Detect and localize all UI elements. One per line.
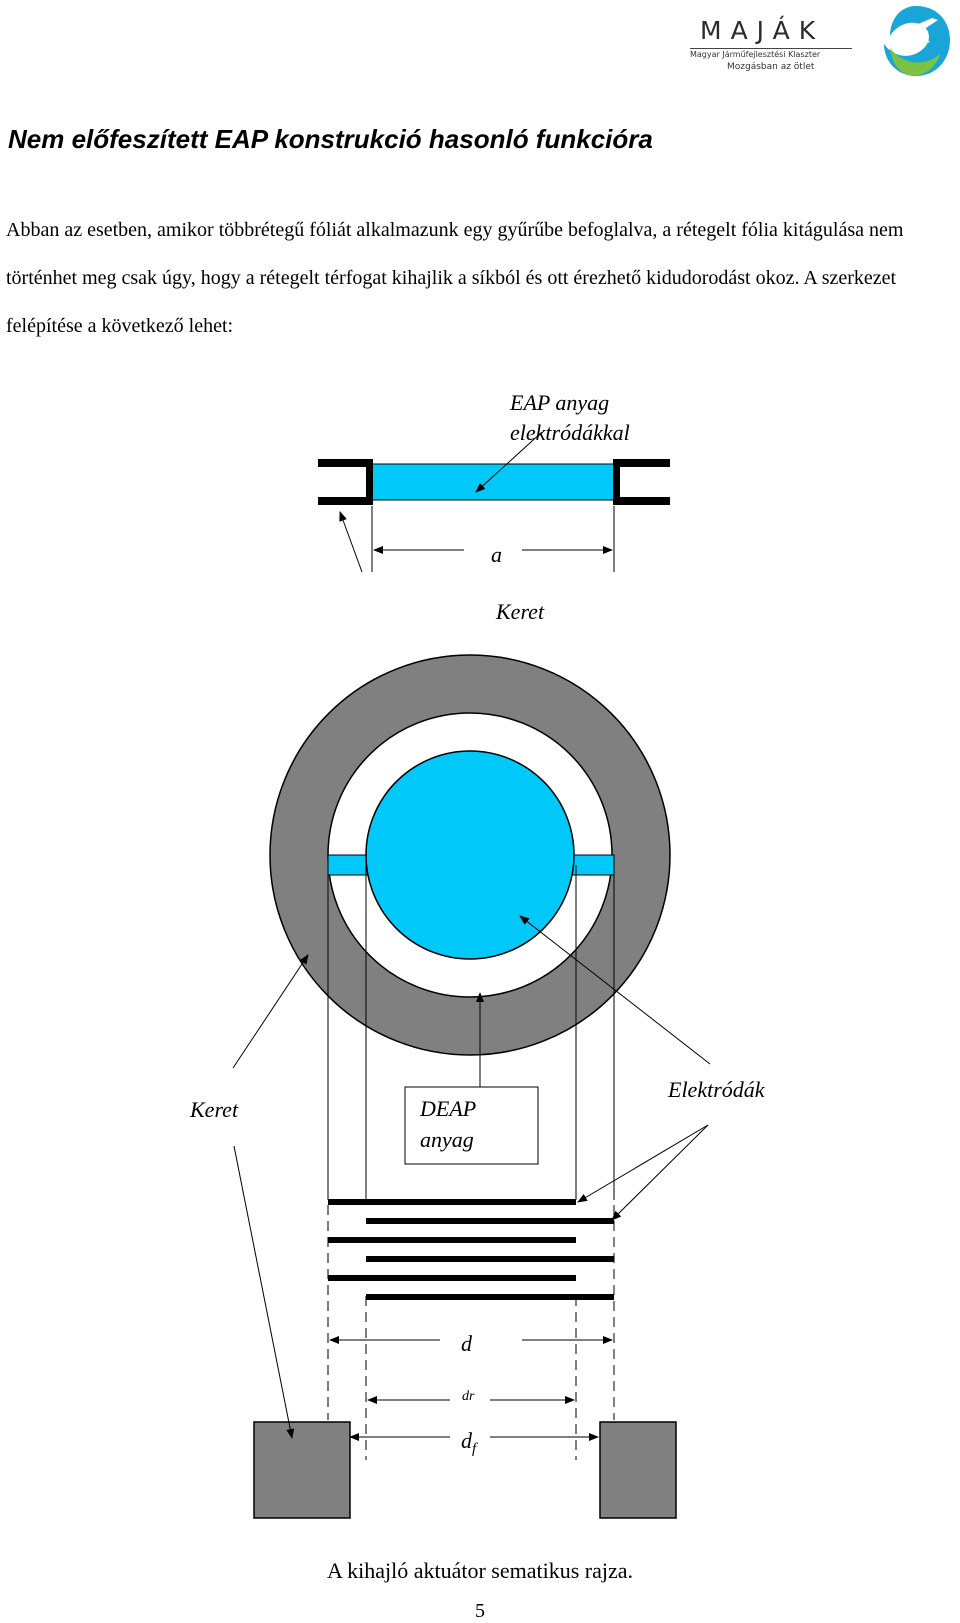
top-view — [232, 654, 711, 1200]
keret-pointer-bottom — [233, 1145, 295, 1439]
frame-block-left — [253, 1421, 351, 1519]
eap-label-line1: EAP anyag — [509, 390, 609, 415]
electrode-stack — [327, 1199, 615, 1460]
electrode-5 — [328, 1275, 576, 1281]
deap-label-box — [404, 1086, 539, 1165]
deap-disc — [365, 750, 575, 960]
right-frame-bottom — [614, 497, 670, 505]
left-frame-wall — [366, 459, 373, 505]
deap-label-line2: anyag — [420, 1127, 474, 1152]
dim-df-label: df — [461, 1428, 478, 1457]
actuator-diagram: EAP anyag elektródákkal a Keret Keret DE… — [189, 390, 766, 1519]
frame-block-right — [599, 1421, 677, 1519]
airplane-emblem-icon — [884, 6, 950, 76]
brand-slogan: Mozgásban az ötlet — [727, 62, 815, 72]
section-heading: Nem előfeszített EAP konstrukció hasonló… — [8, 124, 653, 154]
figure-caption: A kihajló aktuátor sematikus rajza. — [326, 1558, 634, 1583]
deap-label-line1: DEAP — [419, 1096, 476, 1121]
brand-rule — [690, 48, 852, 49]
right-frame-top — [614, 459, 670, 467]
top-cross-section: EAP anyag elektródákkal a Keret — [318, 390, 670, 624]
brand-tagline: Magyar Járműfejlesztési Klaszter — [690, 50, 821, 59]
left-frame-bottom — [318, 497, 372, 505]
brand-name: MAJÁK — [700, 16, 825, 45]
elektrodak-label: Elektródák — [667, 1077, 766, 1102]
electrode-pointer-2 — [611, 1124, 709, 1221]
electrode-3 — [328, 1237, 576, 1243]
dim-dr-label: dr — [462, 1389, 475, 1404]
eap-layer-strip — [371, 463, 615, 501]
eap-label-line2: elektródákkal — [510, 420, 630, 445]
keret-pointer-top — [339, 511, 363, 573]
body-paragraph: Abban az esetben, amikor többrétegű fóli… — [6, 219, 904, 337]
electrode-pointer-1 — [577, 1124, 709, 1203]
keret-label-left: Keret — [189, 1097, 239, 1122]
electrode-6 — [366, 1294, 614, 1300]
keret-pointer-ring — [232, 954, 309, 1069]
electrode-pointer-ring — [519, 915, 711, 1065]
electrode-2 — [366, 1218, 614, 1224]
dim-d-label: d — [461, 1331, 473, 1356]
electrode-4 — [366, 1256, 614, 1262]
right-frame-wall — [613, 459, 620, 505]
keret-label-top: Keret — [495, 599, 545, 624]
electrode-1 — [328, 1199, 576, 1205]
page-number: 5 — [475, 1600, 485, 1622]
eap-pointer — [475, 431, 543, 493]
dimension-lines: d dr df — [329, 1331, 613, 1457]
dim-a-label: a — [491, 542, 502, 567]
left-frame-top — [318, 459, 372, 467]
